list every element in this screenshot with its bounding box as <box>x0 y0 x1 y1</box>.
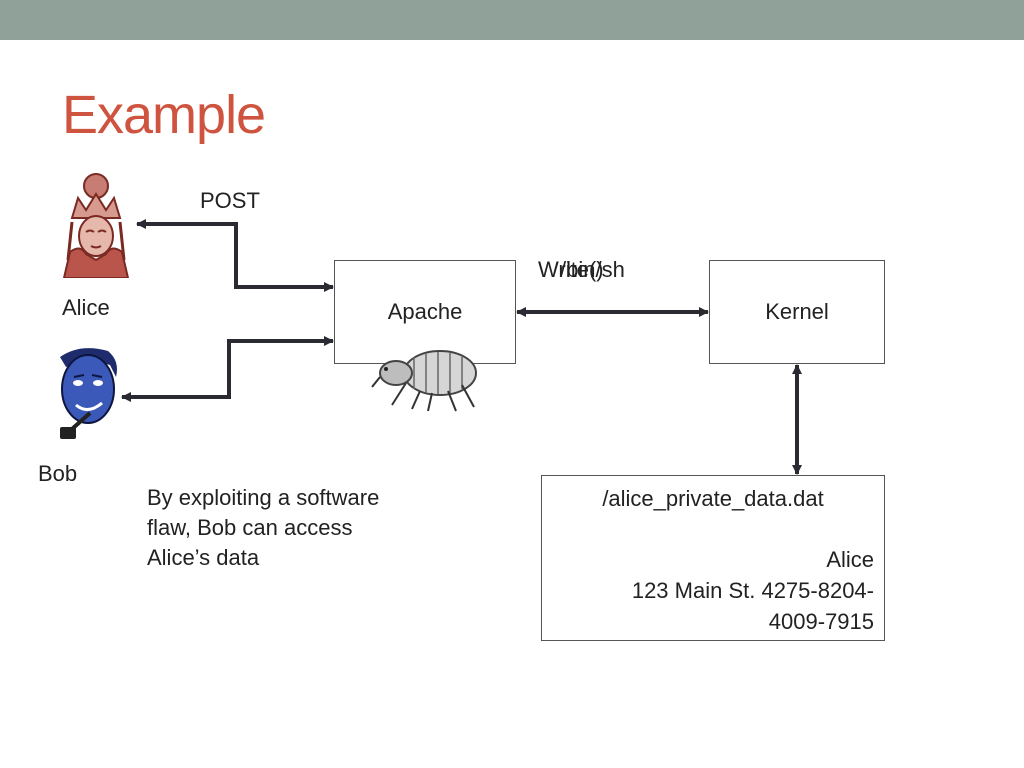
write-call-label: Write() <box>538 257 604 282</box>
flea-icon <box>370 343 482 413</box>
file-content: Alice 123 Main St. 4275-8204- 4009-7915 <box>574 544 874 637</box>
apache-box: Apache <box>334 260 516 364</box>
top-bar <box>0 0 1024 40</box>
post-label: POST <box>200 188 260 213</box>
alice-apache-arrow <box>136 219 334 292</box>
apache-label: Apache <box>387 299 463 324</box>
queen-icon <box>60 168 132 279</box>
file-line-address: 123 Main St. 4275-8204- <box>631 578 874 603</box>
bob-apache-arrow <box>121 336 334 402</box>
kernel-box: Kernel <box>709 260 885 364</box>
slide-title: Example <box>62 85 266 145</box>
kernel-label: Kernel <box>765 299 829 324</box>
file-path: /alice_private_data.dat <box>602 486 824 511</box>
bob-label: Bob <box>38 461 78 486</box>
alice-label: Alice <box>62 295 110 320</box>
exploit-note: By exploiting a software flaw, Bob can a… <box>147 485 380 570</box>
file-line-card: 4009-7915 <box>768 609 874 634</box>
file-line-name: Alice <box>826 547 874 572</box>
pipe-smoking-man-icon <box>50 343 124 447</box>
bin-sh-label: /bin/sh <box>560 257 625 282</box>
private-data-file: /alice_private_data.dat Alice 123 Main S… <box>541 475 885 641</box>
